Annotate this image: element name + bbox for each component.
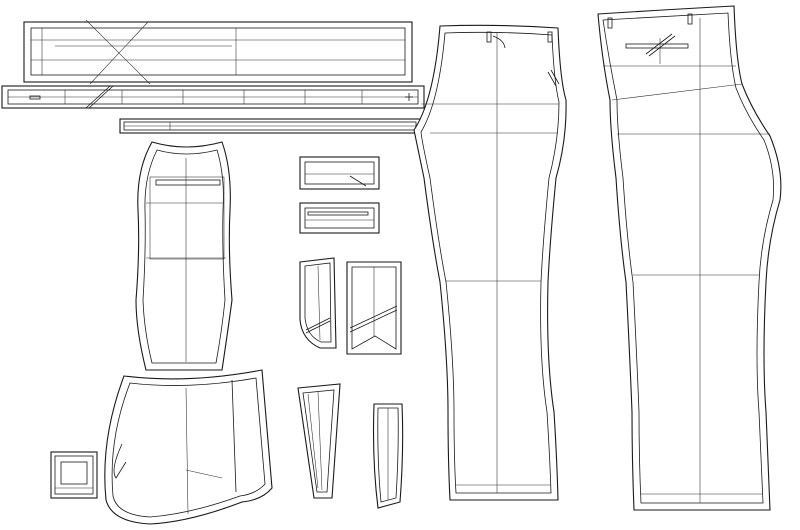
back-leg-piece — [597, 5, 782, 511]
waistband-long-piece — [23, 19, 413, 85]
flap-a-piece — [299, 156, 380, 190]
belt-loop-piece-2 — [346, 261, 402, 355]
pocket-bag-piece — [104, 369, 273, 525]
waistband-strip-piece — [1, 85, 425, 109]
belt-loop-piece-1 — [299, 257, 337, 349]
fly-facing-piece — [135, 141, 233, 371]
narrow-piece-2 — [372, 403, 404, 509]
narrow-piece-1 — [297, 383, 341, 499]
patch-piece — [50, 451, 98, 499]
flap-b-piece — [299, 202, 380, 234]
front-leg-piece — [413, 24, 567, 501]
belt-strip-piece — [119, 118, 421, 134]
